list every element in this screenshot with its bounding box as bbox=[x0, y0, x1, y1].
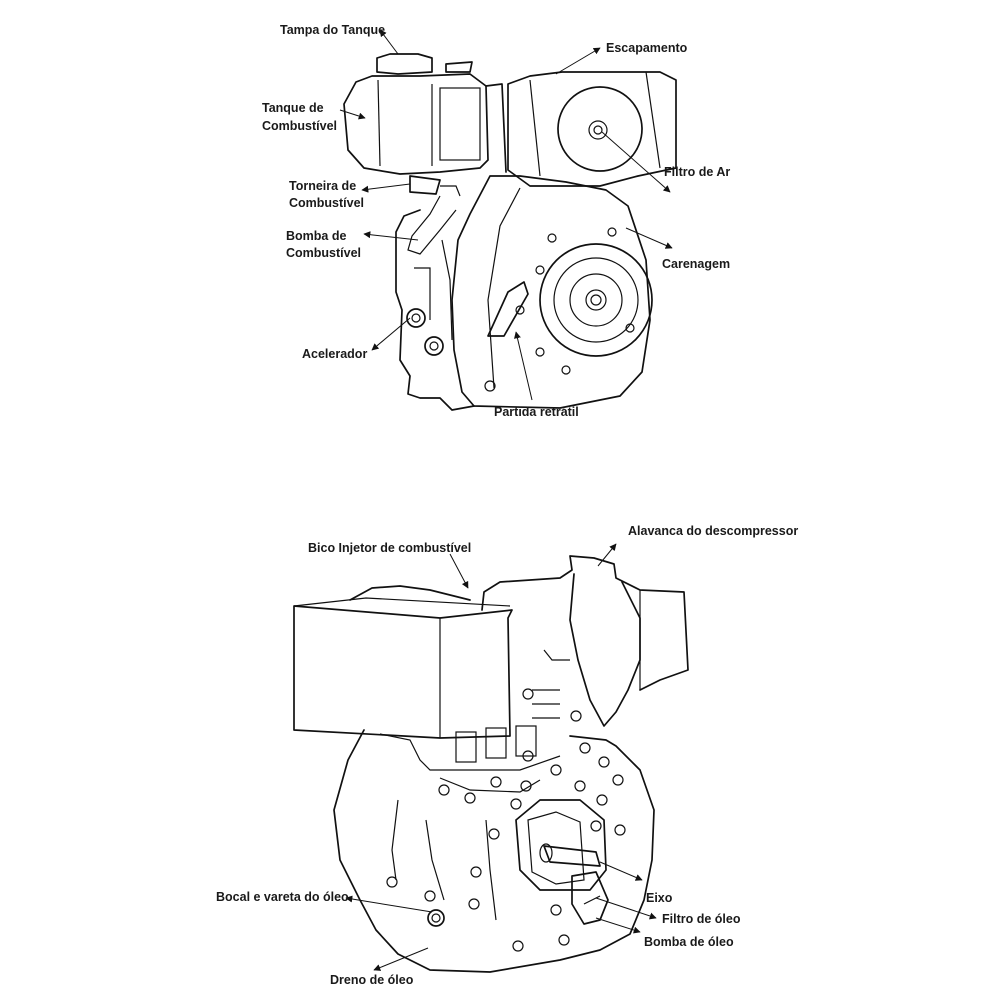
label-torneira-line2: Combustível bbox=[289, 196, 364, 210]
top-labels: Tampa do Tanque Escapamento Tanque de Co… bbox=[262, 23, 730, 419]
label-partida: Partida retrátil bbox=[494, 405, 579, 419]
label-tanque-line1: Tanque de bbox=[262, 101, 324, 115]
label-eixo: Eixo bbox=[646, 891, 673, 905]
bottom-labels: Alavanca do descompressor Bico Injetor d… bbox=[216, 524, 798, 987]
label-dreno: Dreno de óleo bbox=[330, 973, 414, 987]
label-escapamento: Escapamento bbox=[606, 41, 688, 55]
label-filtro-oleo: Filtro de óleo bbox=[662, 912, 741, 926]
bottom-engine-drawing bbox=[293, 555, 689, 973]
label-bomba-oleo: Bomba de óleo bbox=[644, 935, 734, 949]
label-acelerador: Acelerador bbox=[302, 347, 367, 361]
bottom-leader-lines bbox=[345, 543, 657, 971]
label-carenagem: Carenagem bbox=[662, 257, 730, 271]
label-bocal: Bocal e vareta do óleo bbox=[216, 890, 349, 904]
label-torneira-line1: Torneira de bbox=[289, 179, 356, 193]
label-alavanca: Alavanca do descompressor bbox=[628, 524, 798, 538]
top-leader-lines bbox=[339, 29, 673, 401]
top-engine-drawing bbox=[343, 53, 677, 411]
label-tanque-line2: Combustível bbox=[262, 119, 337, 133]
label-tampa-tanque: Tampa do Tanque bbox=[280, 23, 385, 37]
label-bomba-comb-line2: Combustível bbox=[286, 246, 361, 260]
label-bico: Bico Injetor de combustível bbox=[308, 541, 471, 555]
label-bomba-comb-line1: Bomba de bbox=[286, 229, 346, 243]
label-filtro-ar: Filtro de Ar bbox=[664, 165, 730, 179]
